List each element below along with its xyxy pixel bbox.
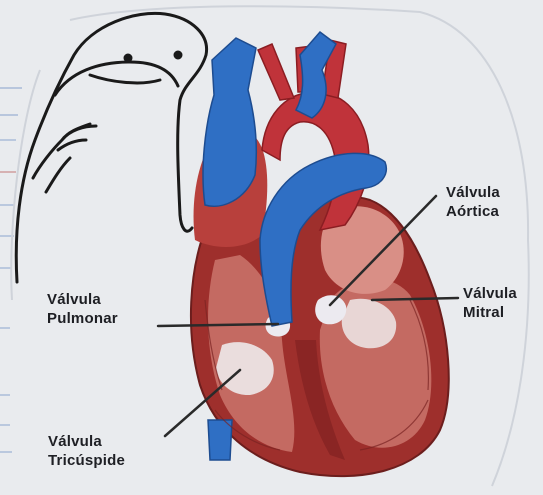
tricuspid-valve-label-line1: Válvula [48, 432, 125, 451]
mitral-valve-label-line1: Válvula [463, 284, 517, 303]
pulmonary-valve-label-line1: Válvula [47, 290, 118, 309]
mitral-valve-label-line2: Mitral [463, 303, 517, 322]
aortic-valve-label-line1: Válvula [446, 183, 500, 202]
pulmonary-valve-label-line2: Pulmonar [47, 309, 118, 328]
pulmonary-valve-label: Válvula Pulmonar [47, 290, 118, 328]
tricuspid-valve-label-line2: Tricúspide [48, 451, 125, 470]
aortic-valve-label: Válvula Aórtica [446, 183, 500, 221]
mitral-valve-label: Válvula Mitral [463, 284, 517, 322]
tricuspid-valve-label: Válvula Tricúspide [48, 432, 125, 470]
aortic-valve-area [315, 295, 346, 324]
aortic-valve-label-line2: Aórtica [446, 202, 500, 221]
inferior-vena-cava [208, 420, 232, 460]
